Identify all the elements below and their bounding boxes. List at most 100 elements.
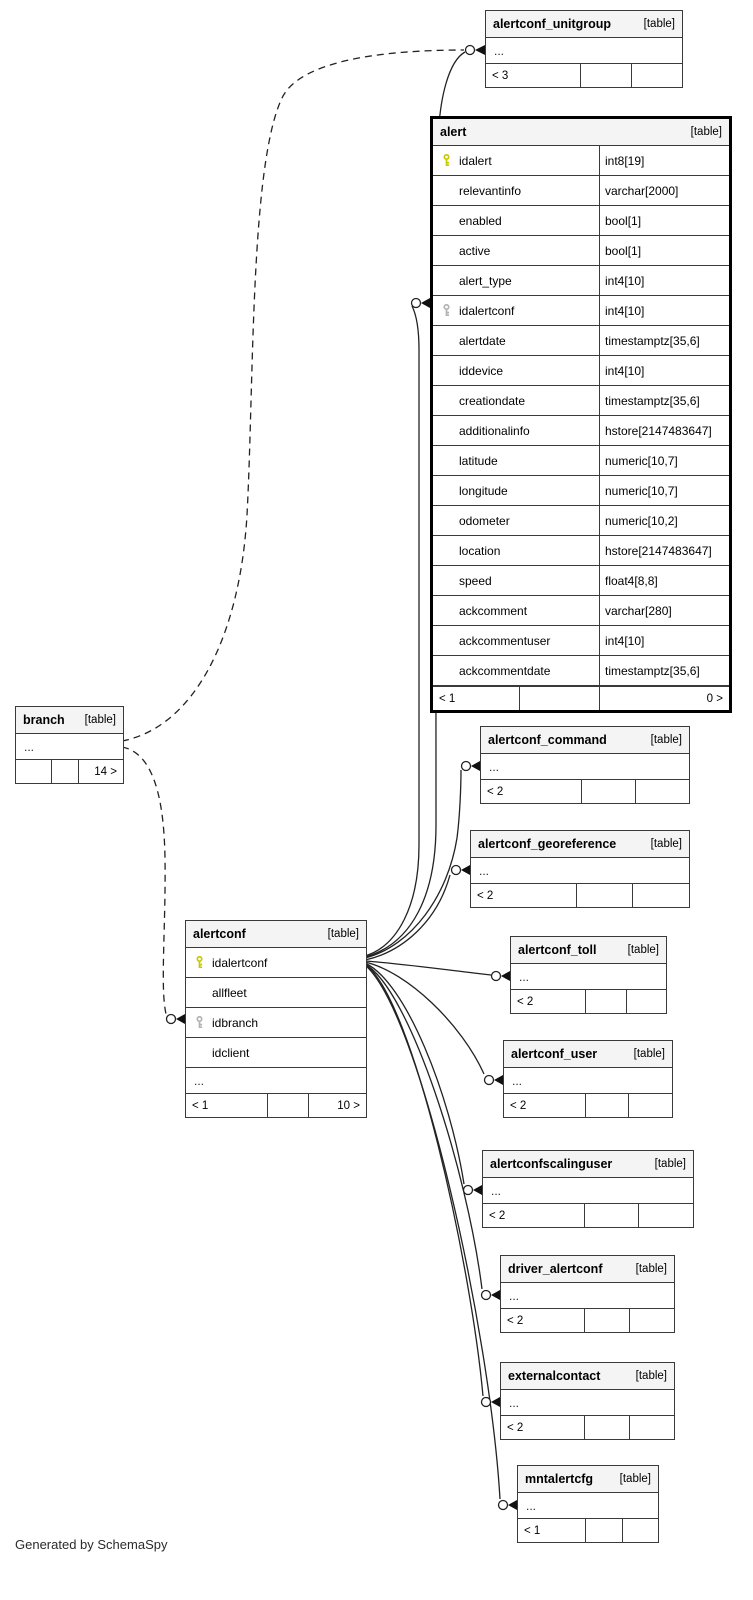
columns-elided-row[interactable]: ... <box>24 739 35 754</box>
table-name: branch <box>23 713 65 727</box>
column-row[interactable]: odometer numeric[10,2] <box>433 506 729 536</box>
footer-degree-cell: < 1 <box>439 692 456 705</box>
column-row[interactable]: longitude numeric[10,7] <box>433 476 729 506</box>
table-alertconf[interactable]: alertconf [table] idalertconf allfleet i… <box>185 920 367 1118</box>
column-row[interactable]: idalert int8[19] <box>433 146 729 176</box>
table-header: alertconf [table] <box>186 921 366 948</box>
table-externalcontact[interactable]: externalcontact [table]...< 2 <box>500 1362 675 1440</box>
table-alertconf_unitgroup[interactable]: alertconf_unitgroup [table]...< 3 <box>485 10 683 88</box>
columns-elided-row[interactable]: ... <box>494 43 505 58</box>
table-footer: < 1 10 > <box>186 1093 366 1117</box>
table-header: alertconf_georeference [table] <box>471 831 689 858</box>
column-row[interactable]: allfleet <box>186 978 366 1008</box>
column-row[interactable]: additionalinfo hstore[2147483647] <box>433 416 729 446</box>
table-alertconf_command[interactable]: alertconf_command [table]...< 2 <box>480 726 690 804</box>
columns-elided-row[interactable]: ... <box>526 1498 537 1513</box>
table-name: driver_alertconf <box>508 1262 603 1276</box>
columns-elided-row[interactable]: ... <box>489 759 500 774</box>
edge-alertconf-mntalertcfg <box>364 964 501 1500</box>
table-alert[interactable]: alert [table] idalert int8[19] relevanti… <box>430 116 732 713</box>
column-type: float4[8,8] <box>599 566 729 595</box>
table-name: alertconf_toll <box>518 943 597 957</box>
edge-alertconf-alertconf_toll <box>364 960 492 976</box>
column-type: numeric[10,7] <box>599 476 729 505</box>
footer-degree-cell: < 1 <box>192 1099 209 1112</box>
column-type: int4[10] <box>599 266 729 295</box>
column-type: int8[19] <box>599 146 729 175</box>
table-alertconfscalinguser[interactable]: alertconfscalinguser [table]...< 2 <box>482 1150 694 1228</box>
edge-alertconf-driver_alertconf <box>364 963 483 1290</box>
connector-alertconf_user <box>483 1074 503 1086</box>
table-header: driver_alertconf [table] <box>501 1256 674 1283</box>
column-name: ackcommentdate <box>459 663 551 678</box>
footer-degree-cell <box>16 760 51 783</box>
column-type: int4[10] <box>599 296 729 325</box>
column-row[interactable]: relevantinfo varchar[2000] <box>433 176 729 206</box>
column-type: varchar[2000] <box>599 176 729 205</box>
table-mntalertcfg[interactable]: mntalertcfg [table]...< 1 <box>517 1465 659 1543</box>
table-name: alertconf_georeference <box>478 837 617 851</box>
columns-elided-row[interactable]: ... <box>491 1183 502 1198</box>
column-type: bool[1] <box>599 236 729 265</box>
column-row[interactable]: alert_type int4[10] <box>433 266 729 296</box>
table-alertconf_georeference[interactable]: alertconf_georeference [table]...< 2 <box>470 830 690 908</box>
columns-elided-row[interactable]: ... <box>509 1395 520 1410</box>
table-driver_alertconf[interactable]: driver_alertconf [table]... < 2 <box>500 1255 675 1333</box>
table-type-tag: [table] <box>654 1158 686 1170</box>
column-row[interactable]: enabled bool[1] <box>433 206 729 236</box>
column-name: active <box>459 243 491 258</box>
table-branch[interactable]: branch [table]...14 > <box>15 706 124 784</box>
connector-externalcontact <box>480 1396 500 1408</box>
footer-degree-cell <box>585 1519 621 1542</box>
footer-degree-cell <box>631 64 682 87</box>
columns-elided-row[interactable]: ... <box>194 1073 205 1088</box>
table-footer: < 2 <box>481 779 689 803</box>
column-row[interactable]: ackcommentuser int4[10] <box>433 626 729 656</box>
column-row[interactable]: idclient <box>186 1038 366 1068</box>
table-header: mntalertcfg [table] <box>518 1466 658 1493</box>
column-type: hstore[2147483647] <box>599 536 729 565</box>
column-row[interactable]: idbranch <box>186 1008 366 1038</box>
column-row[interactable]: creationdate timestamptz[35,6] <box>433 386 729 416</box>
table-type-tag: [table] <box>619 1473 651 1485</box>
footer-degree-cell: < 2 <box>507 1314 524 1327</box>
column-row[interactable]: speed float4[8,8] <box>433 566 729 596</box>
column-name: location <box>459 543 501 558</box>
table-header: externalcontact [table] <box>501 1363 674 1390</box>
column-row[interactable]: idalertconf <box>186 948 366 978</box>
column-row[interactable]: latitude numeric[10,7] <box>433 446 729 476</box>
column-type: int4[10] <box>599 356 729 385</box>
column-row[interactable]: idalertconf int4[10] <box>433 296 729 326</box>
table-footer: 14 > <box>16 759 123 783</box>
connector-alertconf_unitgroup <box>464 44 485 56</box>
footer-degree-cell: 10 > <box>308 1094 366 1117</box>
columns-elided-row[interactable]: ... <box>509 1288 520 1303</box>
table-footer: < 2 <box>511 989 666 1013</box>
connector-alert <box>410 297 430 309</box>
column-row[interactable]: active bool[1] <box>433 236 729 266</box>
footer-degree-cell: 0 > <box>598 687 729 710</box>
column-name: ackcommentuser <box>459 633 551 648</box>
footer-degree-cell <box>629 1309 674 1332</box>
column-row[interactable]: alertdate timestamptz[35,6] <box>433 326 729 356</box>
column-row[interactable]: ackcommentdate timestamptz[35,6] <box>433 656 729 686</box>
column-name: enabled <box>459 213 502 228</box>
table-type-tag: [table] <box>635 1370 667 1382</box>
table-alertconf_user[interactable]: alertconf_user [table]...< 2 <box>503 1040 673 1118</box>
table-alertconf_toll[interactable]: alertconf_toll [table]... < 2 <box>510 936 667 1014</box>
columns-elided-row[interactable]: ... <box>479 863 490 878</box>
table-name: alertconf <box>193 927 246 941</box>
table-type-tag: [table] <box>650 838 682 850</box>
column-name: longitude <box>459 483 508 498</box>
table-type-tag: [table] <box>627 944 659 956</box>
columns-elided-row[interactable]: ... <box>512 1073 523 1088</box>
column-row[interactable]: location hstore[2147483647] <box>433 536 729 566</box>
column-name: idbranch <box>212 1015 259 1030</box>
footer-degree-cell <box>638 1204 693 1227</box>
column-row[interactable]: ackcomment varchar[280] <box>433 596 729 626</box>
column-row[interactable]: iddevice int4[10] <box>433 356 729 386</box>
foreign-key-icon <box>196 1016 203 1029</box>
columns-elided-row[interactable]: ... <box>519 969 530 984</box>
footer-degree-cell <box>628 1094 672 1117</box>
